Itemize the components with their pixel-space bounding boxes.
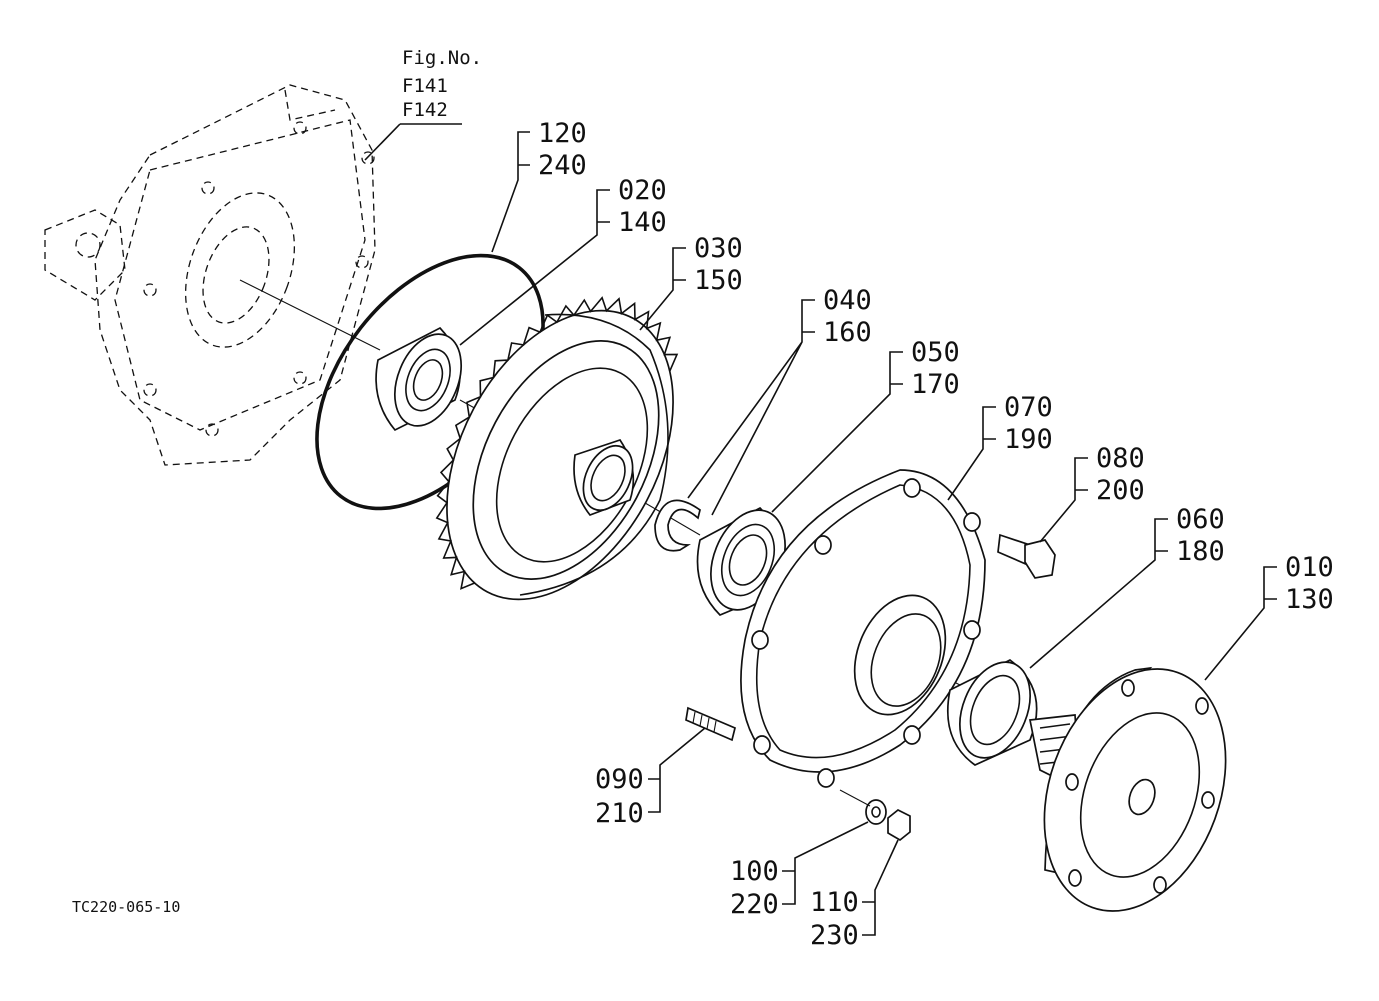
cover-bolt-hole <box>963 512 981 532</box>
callout-bottom-label: 240 <box>538 150 587 181</box>
callout-bottom-label: 220 <box>730 889 779 920</box>
figure-title: Fig.No. <box>402 47 482 69</box>
callout-bottom-label: 150 <box>694 265 743 296</box>
callout-050-170: 050 170 <box>771 337 960 513</box>
callout-080-200: 080 200 <box>1039 443 1145 543</box>
callout-bottom-label: 230 <box>810 920 859 951</box>
drawing-reference: TC220-065-10 <box>72 898 180 916</box>
stud-bolt <box>685 706 737 742</box>
callout-110-230: 110 230 <box>810 839 899 951</box>
bearing-cover <box>740 469 986 788</box>
callout-top-label: 040 <box>823 285 872 316</box>
callout-030-150: 030 150 <box>639 233 743 331</box>
flange-shaft <box>1028 666 1227 912</box>
callout-top-label: 010 <box>1285 552 1334 583</box>
figure-number-2: F142 <box>402 99 448 121</box>
flange-bolt-hole <box>1121 679 1135 697</box>
callout-top-label: 090 <box>595 764 644 795</box>
figure-number-1: F141 <box>402 75 448 97</box>
callout-bottom-label: 160 <box>823 317 872 348</box>
cover-bolt-hole <box>903 725 921 745</box>
callout-top-label: 050 <box>911 337 960 368</box>
snap-ring <box>654 499 701 552</box>
callout-bottom-label: 130 <box>1285 584 1334 615</box>
ball-bearing-small <box>375 326 462 432</box>
callout-bottom-label: 170 <box>911 369 960 400</box>
flange-bolt-hole <box>1195 697 1209 715</box>
callout-020-140: 020 140 <box>459 175 667 346</box>
cover-bolt-hole <box>903 478 921 498</box>
callout-top-label: 100 <box>730 856 779 887</box>
callout-100-220: 100 220 <box>730 821 869 920</box>
cover-bolt-hole <box>963 620 981 640</box>
callout-top-label: 080 <box>1096 443 1145 474</box>
callout-top-label: 060 <box>1176 504 1225 535</box>
callout-070-190: 070 190 <box>947 392 1053 501</box>
nut <box>887 808 911 842</box>
callout-060-180: 060 180 <box>1029 504 1225 669</box>
cover-bolt-hole <box>753 735 771 755</box>
flange-bolt-hole <box>1153 876 1167 894</box>
callout-bottom-label: 140 <box>618 207 667 238</box>
callout-090-210: 090 210 <box>595 727 706 829</box>
gear-tooth-profile <box>435 296 679 590</box>
flange-bolt-hole <box>1065 773 1079 791</box>
callout-top-label: 020 <box>618 175 667 206</box>
callout-bottom-label: 180 <box>1176 536 1225 567</box>
callout-top-label: 030 <box>694 233 743 264</box>
callout-top-label: 110 <box>810 887 859 918</box>
callout-bottom-label: 200 <box>1096 475 1145 506</box>
oil-seal <box>946 659 1038 766</box>
callout-bottom-label: 190 <box>1004 424 1053 455</box>
housing-phantom-outline <box>44 84 376 466</box>
figure-reference: Fig.No. F141 F142 <box>364 47 482 161</box>
callout-top-label: 120 <box>538 118 587 149</box>
callout-bottom-label: 210 <box>595 798 644 829</box>
callout-010-130: 010 130 <box>1204 552 1334 681</box>
callout-040-160: 040 160 <box>687 285 872 516</box>
cover-bolt-hole <box>751 630 769 650</box>
flange-bolt-hole <box>1068 869 1082 887</box>
cover-bolt-hole <box>814 535 832 555</box>
flange-bolt-hole <box>1201 791 1215 809</box>
cover-bolt-hole <box>817 768 835 788</box>
ring-gear <box>435 296 679 601</box>
callout-top-label: 070 <box>1004 392 1053 423</box>
washer <box>865 799 887 825</box>
hex-bolt <box>997 533 1056 579</box>
callout-120-240: 120 240 <box>491 118 587 253</box>
center-axis <box>239 279 381 351</box>
